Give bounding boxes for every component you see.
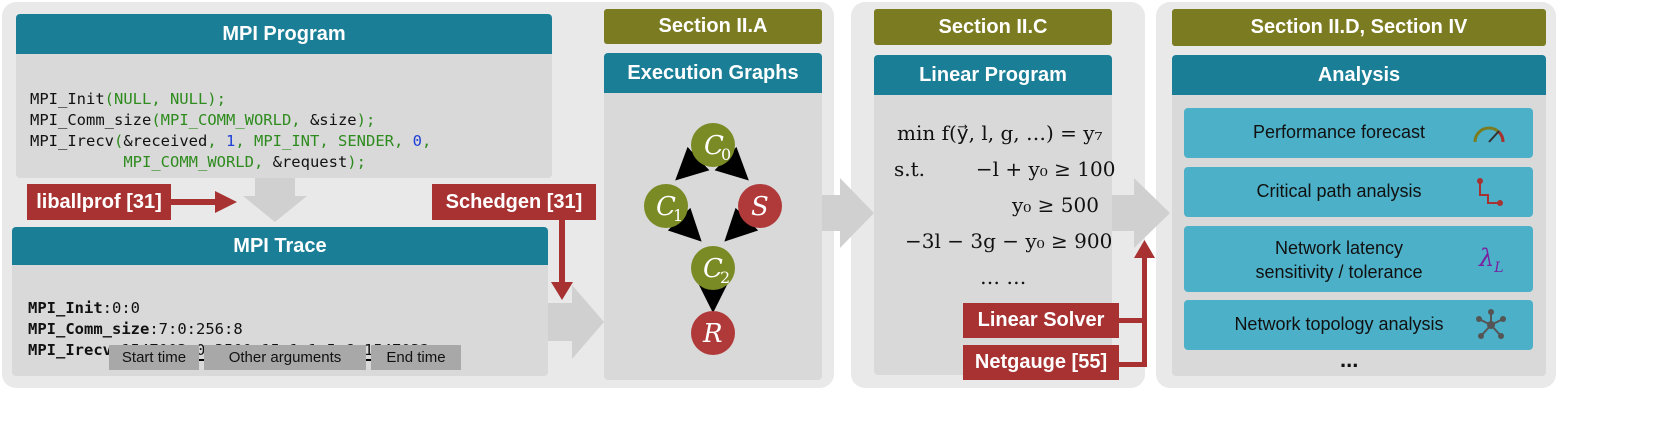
lp-constraint-3: −3l − 3g − y₀ ≥ 900 — [905, 229, 1113, 253]
analysis-item-topology: Network topology analysis — [1184, 300, 1533, 350]
svg-text:S: S — [751, 192, 769, 222]
lp-ellipsis: … … — [980, 265, 1027, 289]
svg-text:2: 2 — [720, 268, 730, 287]
analysis-item-performance-forecast: Performance forecast — [1184, 108, 1533, 158]
section-2a-header: Section II.A — [604, 9, 822, 44]
execution-graphs-title: Execution Graphs — [604, 53, 822, 93]
node-c1: C 1 — [644, 184, 688, 228]
schedgen-label: Schedgen [31] — [432, 184, 596, 220]
execution-graphs-box: Execution Graphs — [604, 53, 822, 380]
lambda-icon: λL — [1479, 244, 1504, 276]
code-line-3: MPI_Irecv(&received, 1, MPI_INT, SENDER,… — [30, 132, 432, 150]
node-c2: C 2 — [691, 246, 735, 290]
svg-text:0: 0 — [721, 145, 731, 164]
edge-c0-s — [714, 146, 749, 181]
mpi-program-box: MPI Program MPI_Init(NULL, NULL); MPI_Co… — [16, 14, 552, 178]
arrow-lp-to-analysis — [1112, 178, 1170, 248]
code-line-1: MPI_Init(NULL, NULL); — [30, 90, 226, 108]
lp-constraint-1: s.t. −l + y₀ ≥ 100 — [894, 157, 1116, 181]
lp-objective: min f(y⃗, l, g, …) = y₇ — [897, 121, 1103, 145]
svg-text:C: C — [656, 192, 676, 222]
liballprof-label: liballprof [31] — [27, 184, 171, 220]
code-line-4: MPI_COMM_WORLD, &request); — [123, 153, 366, 171]
execution-graph: C 0 C 1 S C 2 R — [644, 123, 782, 355]
solver-netgauge-arrows — [1117, 240, 1155, 367]
edge-s-c2 — [724, 207, 759, 242]
start-time-label: Start time — [109, 345, 199, 370]
analysis-item-critical-path: Critical path analysis — [1184, 167, 1533, 217]
analysis-ellipsis: ... — [1340, 347, 1359, 372]
section-2d-header: Section II.D, Section IV — [1172, 9, 1546, 46]
edge-c0-c1 — [675, 146, 710, 181]
linear-program-title: Linear Program — [874, 55, 1112, 95]
end-time-label: End time — [371, 345, 461, 370]
mpi-trace-title: MPI Trace — [12, 227, 548, 265]
liballprof-arrow — [171, 191, 237, 213]
node-s: S — [738, 184, 782, 228]
analysis-item-latency-sensitivity: Network latency sensitivity / tolerance … — [1184, 226, 1533, 292]
critical-path-icon — [1477, 178, 1503, 206]
code-line-2: MPI_Comm_size(MPI_COMM_WORLD, &size); — [30, 111, 376, 129]
trace-line-1: MPI_Init:0:0 — [28, 299, 140, 317]
linear-solver-label: Linear Solver — [963, 303, 1119, 338]
edge-c1-c2 — [667, 207, 702, 242]
trace-line-2: MPI_Comm_size:7:0:256:8 — [28, 320, 243, 338]
mpi-program-code: MPI_Init(NULL, NULL); MPI_Comm_size(MPI_… — [16, 54, 552, 173]
node-c0: C 0 — [691, 123, 735, 167]
svg-text:R: R — [702, 319, 723, 349]
topology-icon — [1476, 309, 1506, 339]
other-arguments-label: Other arguments — [204, 345, 366, 370]
arrow-graphs-to-lp — [822, 178, 874, 248]
svg-text:1: 1 — [673, 206, 683, 225]
netgauge-label: Netgauge [55] — [963, 345, 1119, 380]
arrow-program-to-trace — [243, 178, 307, 222]
arrow-trace-to-graphs — [548, 285, 604, 359]
gauge-icon — [1473, 126, 1505, 143]
node-r: R — [691, 311, 735, 355]
svg-text:C: C — [703, 254, 723, 284]
mpi-program-title: MPI Program — [16, 14, 552, 54]
schedgen-arrow — [551, 218, 573, 300]
svg-text:C: C — [704, 131, 724, 161]
lp-constraint-2: y₀ ≥ 500 — [1012, 193, 1099, 217]
analysis-title: Analysis — [1172, 55, 1546, 95]
section-2c-header: Section II.C — [874, 9, 1112, 45]
